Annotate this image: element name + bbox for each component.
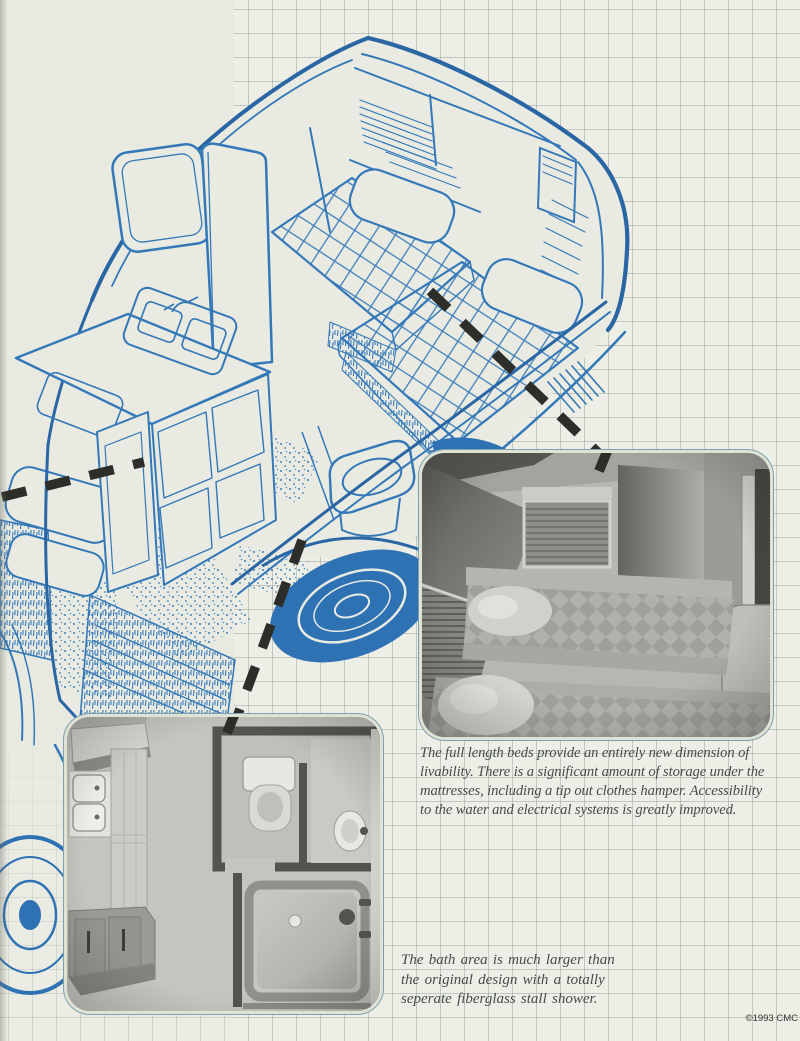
copyright-notice: ©1993 CMC <box>745 1013 798 1024</box>
callout-line-bath <box>232 538 307 719</box>
callout-line-kitchen <box>0 457 146 502</box>
bath-caption: The bath area is much larger than the or… <box>401 952 615 1007</box>
kitchen-drawing <box>14 286 277 593</box>
beds-caption: The full length beds provide an entirely… <box>420 745 765 818</box>
page-edge-shadow <box>0 0 8 1041</box>
cabinet-divider-drawing <box>111 142 274 370</box>
bath-photo-image <box>67 717 380 1011</box>
beds-photo-image <box>422 453 770 737</box>
bath-photo-inset <box>63 713 384 1015</box>
callout-dashed-lines <box>0 287 613 719</box>
beds-photo-inset <box>418 449 774 741</box>
rear-wheel-drawing <box>261 536 449 663</box>
sofa-drawing <box>0 466 236 736</box>
beds-drawing <box>270 168 584 467</box>
